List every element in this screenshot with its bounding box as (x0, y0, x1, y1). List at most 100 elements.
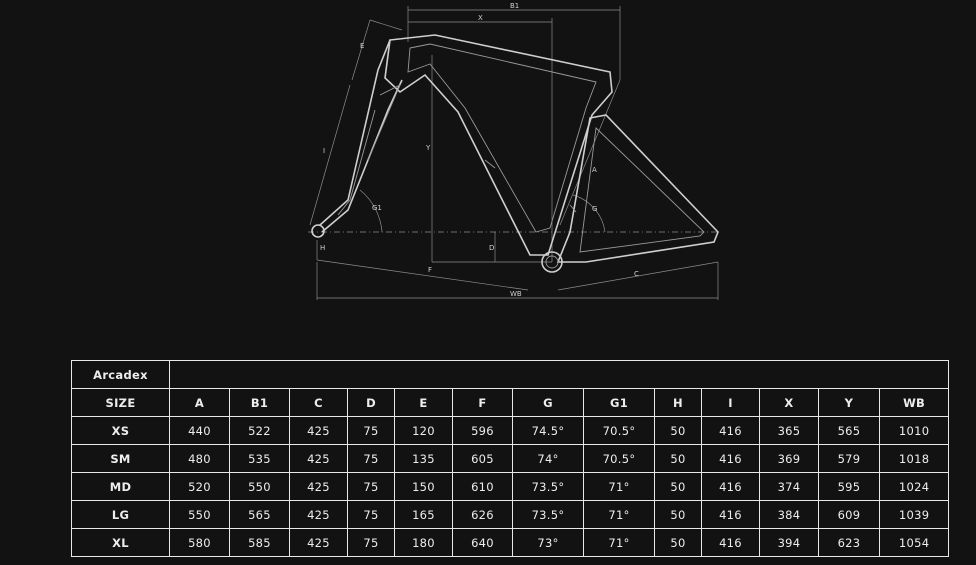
size-label: MD (71, 472, 170, 501)
table-cell: 425 (289, 472, 348, 501)
table-cell: 75 (347, 500, 395, 529)
table-cell: 50 (654, 528, 702, 557)
table-cell: 73.5° (512, 500, 584, 529)
label-g: G (592, 205, 597, 213)
label-g1: G1 (372, 204, 382, 212)
table-cell: 50 (654, 472, 702, 501)
table-cell: 416 (701, 416, 760, 445)
table-cell: 1039 (878, 500, 950, 529)
table-cell: 73.5° (512, 472, 584, 501)
table-cell: 425 (289, 416, 348, 445)
column-header-g: G (512, 388, 584, 417)
table-cell: 369 (759, 444, 819, 473)
column-header-d: D (347, 388, 395, 417)
table-cell: 596 (452, 416, 513, 445)
table-cell: 579 (818, 444, 880, 473)
size-label: LG (71, 500, 170, 529)
model-name: Arcadex (71, 360, 170, 389)
table-cell: 520 (169, 472, 230, 501)
table-cell: 425 (289, 444, 348, 473)
column-header-c: C (289, 388, 348, 417)
table-cell: 595 (818, 472, 880, 501)
table-cell: 75 (347, 444, 395, 473)
table-cell: 50 (654, 500, 702, 529)
label-h: H (320, 244, 325, 252)
column-header-x: X (759, 388, 819, 417)
table-cell: 75 (347, 472, 395, 501)
table-cell: 425 (289, 528, 348, 557)
label-y: Y (425, 144, 431, 152)
size-label: SM (71, 444, 170, 473)
label-c: C (634, 270, 639, 278)
dimension-lines (308, 6, 719, 300)
column-header-h: H (654, 388, 702, 417)
table-cell: 150 (394, 472, 453, 501)
table-cell: 71° (583, 472, 655, 501)
table-cell: 120 (394, 416, 453, 445)
table-cell: 71° (583, 528, 655, 557)
frame-geometry-diagram: B1 X E I Y G1 H D A G F C WB (308, 2, 719, 300)
table-cell: 440 (169, 416, 230, 445)
table-cell: 565 (229, 500, 290, 529)
column-header-a: A (169, 388, 230, 417)
dimension-labels: B1 X E I Y G1 H D A G F C WB (320, 2, 639, 298)
size-label: XS (71, 416, 170, 445)
table-cell: 580 (169, 528, 230, 557)
label-wb: WB (510, 290, 522, 298)
table-cell: 74° (512, 444, 584, 473)
label-i: I (323, 147, 325, 155)
model-row-blank (168, 360, 950, 389)
table-cell: 365 (759, 416, 819, 445)
label-a: A (592, 166, 597, 174)
table-cell: 416 (701, 444, 760, 473)
table-cell: 70.5° (583, 416, 655, 445)
column-header-size: SIZE (71, 388, 170, 417)
table-cell: 180 (394, 528, 453, 557)
table-cell: 1018 (878, 444, 950, 473)
table-cell: 480 (169, 444, 230, 473)
table-cell: 565 (818, 416, 880, 445)
table-cell: 609 (818, 500, 880, 529)
column-header-wb: WB (878, 388, 950, 417)
table-cell: 605 (452, 444, 513, 473)
table-cell: 610 (452, 472, 513, 501)
table-cell: 73° (512, 528, 584, 557)
table-cell: 75 (347, 528, 395, 557)
table-cell: 416 (701, 500, 760, 529)
label-x: X (478, 14, 483, 22)
column-header-i: I (701, 388, 760, 417)
column-header-g1: G1 (583, 388, 655, 417)
column-header-y: Y (818, 388, 880, 417)
table-cell: 1054 (878, 528, 950, 557)
label-b1: B1 (510, 2, 519, 10)
table-cell: 71° (583, 500, 655, 529)
table-cell: 640 (452, 528, 513, 557)
table-cell: 74.5° (512, 416, 584, 445)
table-cell: 425 (289, 500, 348, 529)
table-cell: 623 (818, 528, 880, 557)
table-cell: 522 (229, 416, 290, 445)
table-cell: 384 (759, 500, 819, 529)
table-cell: 75 (347, 416, 395, 445)
table-cell: 50 (654, 416, 702, 445)
table-cell: 626 (452, 500, 513, 529)
size-label: XL (71, 528, 170, 557)
model-row: Arcadex (71, 360, 950, 389)
table-cell: 416 (701, 528, 760, 557)
table-cell: 135 (394, 444, 453, 473)
column-header-b1: B1 (229, 388, 290, 417)
table-cell: 50 (654, 444, 702, 473)
label-f: F (428, 266, 432, 274)
table-cell: 535 (229, 444, 290, 473)
table-cell: 394 (759, 528, 819, 557)
table-cell: 1024 (878, 472, 950, 501)
label-e: E (360, 42, 364, 50)
table-cell: 165 (394, 500, 453, 529)
bike-frame (311, 34, 719, 273)
